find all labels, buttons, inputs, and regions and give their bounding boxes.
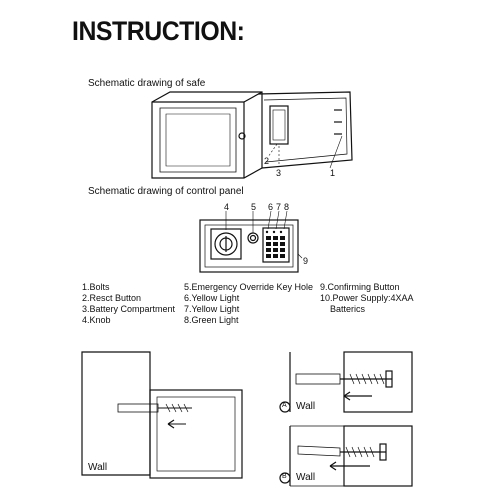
legend-item-green-light: 8.Green Light: [184, 315, 239, 325]
safe-b-box: [343, 425, 413, 487]
legend-item-reset-button: 2.Resct Button: [82, 293, 142, 303]
door-keypad-box: [269, 105, 289, 145]
legend-item-bolts: 1.Bolts: [82, 282, 110, 292]
legend-column-3: 9.Confirming Button 10.Power Supply:4XAA…: [320, 282, 414, 315]
legend-item-yellow-light-7: 7.Yellow Light: [184, 304, 240, 314]
left-wall-label: Wall: [88, 462, 108, 473]
bolt-b-head: [379, 443, 387, 461]
bolt-a-head: [385, 370, 393, 388]
left-safe-box: [149, 389, 243, 479]
legend-item-yellow-light-6: 6.Yellow Light: [184, 293, 240, 303]
legend-item-battery-compartment: 3.Battery Compartment: [82, 304, 176, 314]
callout-4: 4: [224, 202, 230, 212]
step-a-wall-label: Wall: [296, 401, 316, 412]
anchor-a: [295, 373, 341, 385]
left-anchor-bolt: [117, 403, 159, 413]
step-b-marker: [279, 472, 291, 484]
page-title: INSTRUCTION:: [72, 16, 245, 46]
step-a-letter: A: [282, 402, 287, 409]
panel-drawing-caption: Schematic drawing of control panel: [88, 186, 244, 197]
panel-outer-frame: [199, 219, 299, 273]
green-light: [279, 230, 283, 234]
safe-a-box: [343, 351, 413, 413]
safe-door-outline: [257, 91, 353, 169]
callout-9: 9: [303, 256, 309, 266]
anchor-b: [297, 445, 341, 457]
callout-1: 1: [330, 168, 336, 178]
callout-8: 8: [284, 202, 290, 212]
legend-item-override-key-hole: 5.Emergency Override Key Hole: [184, 282, 314, 292]
legend-column-2: 5.Emergency Override Key Hole 6.Yellow L…: [184, 282, 313, 326]
callout-7: 7: [276, 202, 282, 212]
knob: [214, 232, 238, 256]
step-b-letter: B: [282, 473, 287, 480]
legend-item-confirming-button: 9.Confirming Button: [320, 282, 400, 292]
callout-2: 2: [264, 156, 270, 166]
callout-3: 3: [276, 168, 282, 178]
callout-6: 6: [268, 202, 274, 212]
yellow-light-2: [272, 230, 276, 234]
step-b-wall-label: Wall: [296, 472, 316, 483]
legend-item-power-supply: 10.Power Supply:4XAA: [320, 293, 414, 303]
yellow-light-1: [265, 230, 269, 234]
safe-drawing-caption: Schematic drawing of safe: [88, 78, 206, 89]
left-wall-panel: [81, 351, 151, 476]
legend-column-1: 1.Bolts 2.Resct Button 3.Battery Compart…: [82, 282, 175, 326]
step-a-marker: [279, 401, 291, 413]
legend-item-batteries: Batterics: [330, 304, 366, 314]
callout-5: 5: [251, 202, 257, 212]
legend-item-knob: 4.Knob: [82, 315, 111, 325]
